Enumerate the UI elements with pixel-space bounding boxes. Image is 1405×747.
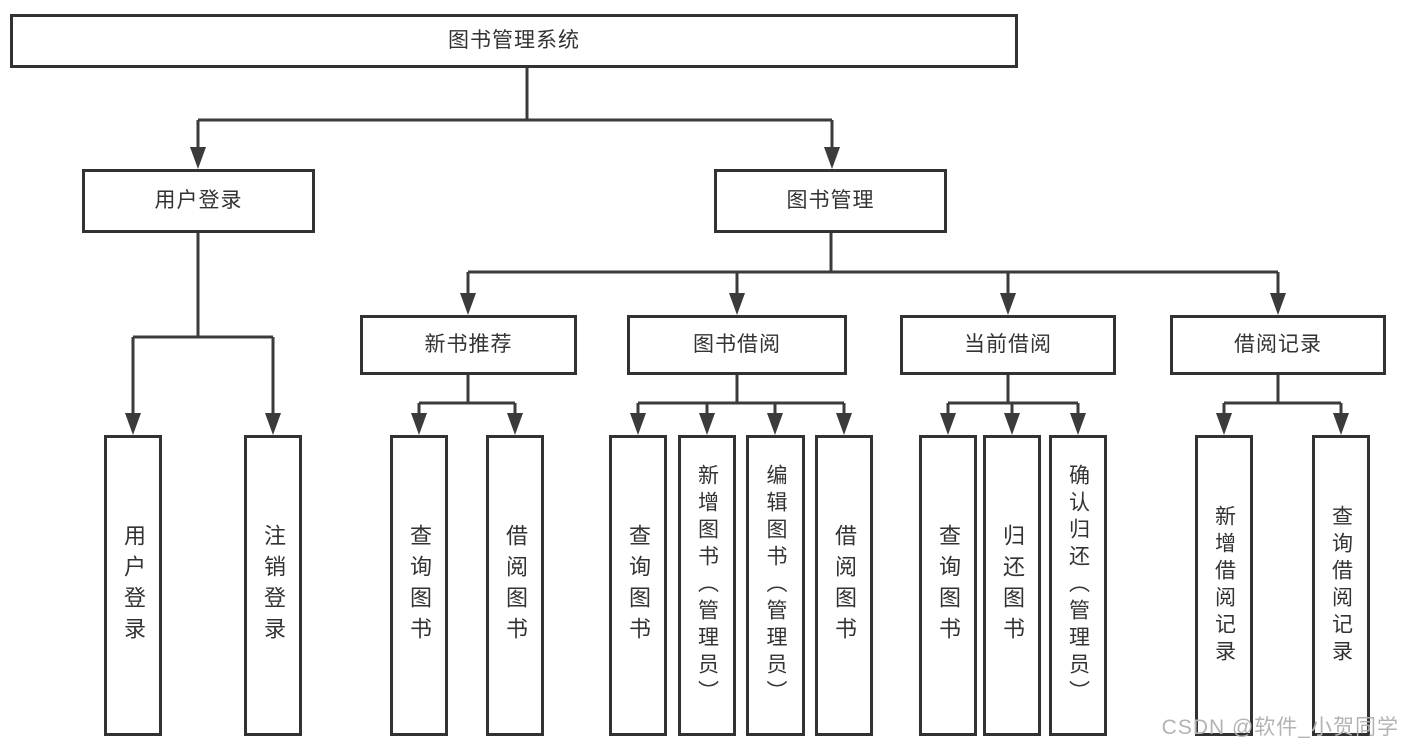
leaf-add-borrow-record: 新增借阅记录 bbox=[1195, 435, 1253, 736]
leaf-logout: 注销登录 bbox=[244, 435, 302, 736]
node-current-borrowing: 当前借阅 bbox=[900, 315, 1116, 375]
leaf-borrow-books-recommend: 借阅图书 bbox=[486, 435, 544, 736]
leaf-add-books-admin: 新增图书（管理员） bbox=[678, 435, 736, 736]
connector-segments bbox=[131, 68, 1343, 417]
node-new-book-recommendation: 新书推荐 bbox=[360, 315, 577, 375]
node-book-borrowing: 图书借阅 bbox=[627, 315, 847, 375]
leaf-query-books-current: 查询图书 bbox=[919, 435, 977, 736]
leaf-query-books-recommend: 查询图书 bbox=[390, 435, 448, 736]
node-borrowing-records: 借阅记录 bbox=[1170, 315, 1386, 375]
leaf-query-borrow-record: 查询借阅记录 bbox=[1312, 435, 1370, 736]
leaf-return-books: 归还图书 bbox=[983, 435, 1041, 736]
leaf-user-login: 用户登录 bbox=[104, 435, 162, 736]
csdn-watermark: CSDN @软件_小贺同学 bbox=[1161, 716, 1399, 739]
leaf-query-books-borrowing: 查询图书 bbox=[609, 435, 667, 736]
leaf-borrow-books-borrowing: 借阅图书 bbox=[815, 435, 873, 736]
node-root: 图书管理系统 bbox=[10, 14, 1018, 68]
leaf-edit-books-admin: 编辑图书（管理员） bbox=[746, 435, 805, 736]
node-book-management: 图书管理 bbox=[714, 169, 947, 233]
leaf-confirm-return-admin: 确认归还（管理员） bbox=[1049, 435, 1107, 736]
node-user-login: 用户登录 bbox=[82, 169, 315, 233]
